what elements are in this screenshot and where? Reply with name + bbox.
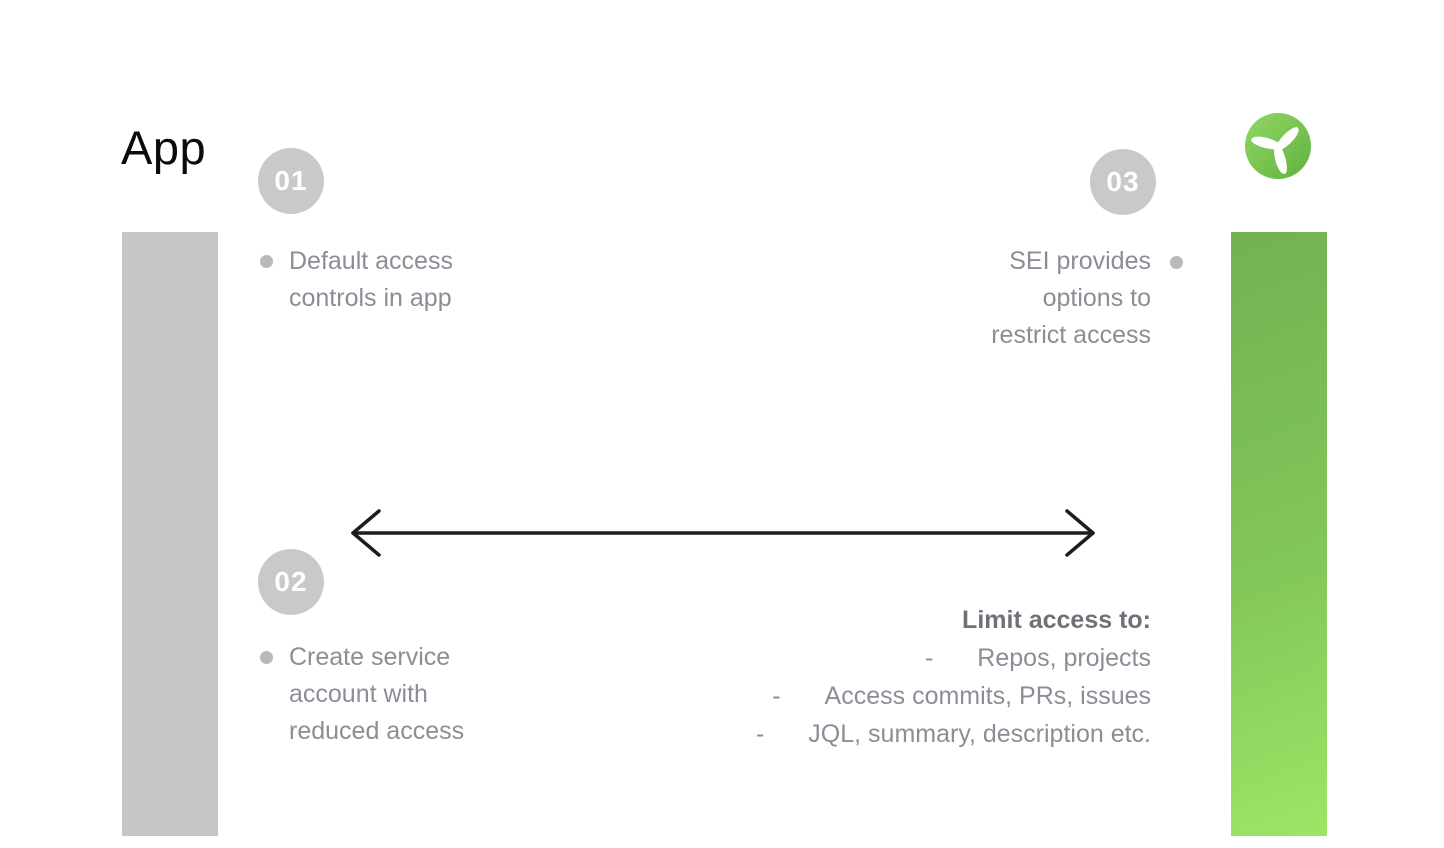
- step1-bullet-icon: [260, 255, 273, 268]
- step3-line1: SEI provides: [1009, 247, 1151, 275]
- step1-line1: Default access: [289, 247, 453, 275]
- limit-access-title: Limit access to:: [962, 606, 1151, 634]
- limit-item-1-text: Repos, projects: [977, 644, 1151, 672]
- step-badge-02: 02: [258, 549, 324, 615]
- step-badge-02-label: 02: [274, 566, 308, 597]
- limit-item-1: - Repos, projects: [756, 639, 1151, 677]
- dash-bullet: -: [755, 720, 765, 748]
- left-gray-bar: [122, 232, 218, 836]
- propeller-logo-icon: [1245, 113, 1311, 179]
- step1-line2: controls in app: [289, 284, 452, 312]
- step2-text: Create service account with reduced acce…: [289, 639, 464, 750]
- limit-item-2: - Access commits, PRs, issues: [756, 677, 1151, 715]
- page-title: App: [121, 121, 207, 174]
- step2-line2: account with: [289, 680, 428, 708]
- step2-bullet-icon: [260, 651, 273, 664]
- step-badge-03: 03: [1090, 149, 1156, 215]
- step3-bullet-icon: [1170, 256, 1183, 269]
- step2-line3: reduced access: [289, 717, 465, 745]
- right-green-bar: [1231, 232, 1327, 836]
- limit-item-3: - JQL, summary, description etc.: [756, 715, 1151, 753]
- step3-line3: restrict access: [991, 321, 1151, 349]
- dash-bullet: -: [924, 644, 934, 672]
- step2-line1: Create service: [289, 643, 451, 671]
- limit-access-list: Limit access to: - Repos, projects - Acces…: [756, 601, 1151, 753]
- limit-item-3-text: JQL, summary, description etc.: [808, 720, 1151, 748]
- step-badge-01: 01: [258, 148, 324, 214]
- limit-item-2-text: Access commits, PRs, issues: [824, 682, 1151, 710]
- double-headed-arrow-icon: [351, 509, 1095, 557]
- step3-line2: options to: [1042, 284, 1151, 312]
- step-badge-01-label: 01: [274, 165, 308, 196]
- step1-text: Default access controls in app: [289, 243, 453, 317]
- dash-bullet: -: [772, 682, 781, 710]
- step3-text: SEI provides options to restrict access: [991, 243, 1151, 354]
- step-badge-03-label: 03: [1106, 166, 1140, 197]
